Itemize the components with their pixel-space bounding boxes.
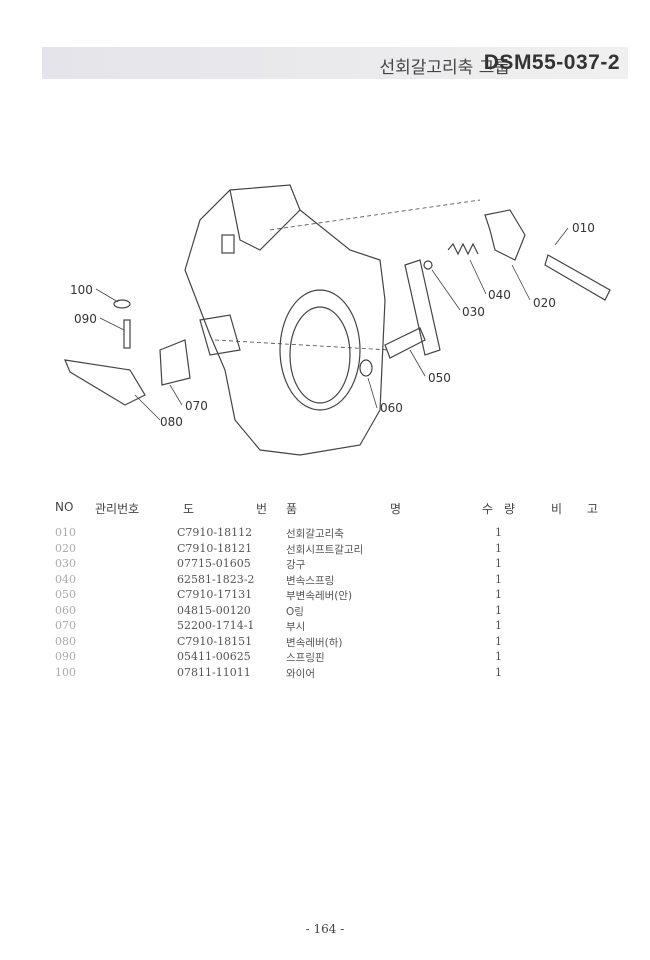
- callout-090: 090: [74, 312, 97, 326]
- callout-050: 050: [428, 371, 451, 385]
- table-row: 070 52200-1714-1 부시 1: [0, 619, 650, 634]
- part-number: C7910-17131: [177, 588, 253, 601]
- table-row: 100 07811-11011 와이어 1: [0, 666, 650, 681]
- part-no: 060: [55, 603, 76, 617]
- part-name: 부변속레버(안): [286, 590, 353, 602]
- part-no: 070: [55, 619, 76, 632]
- wire-100: [113, 299, 131, 309]
- part-no: 050: [55, 588, 76, 601]
- quantity: 1: [495, 526, 502, 539]
- header-name-1: 품: [286, 502, 298, 516]
- quantity: 1: [495, 634, 502, 648]
- part-no: 080: [55, 634, 76, 648]
- callout-040: 040: [488, 288, 511, 302]
- callout-080: 080: [160, 415, 183, 429]
- part-name: 강구: [286, 559, 306, 571]
- table-row: 060 04815-00120 O링 1: [0, 604, 650, 619]
- part-name: 부시: [286, 621, 306, 633]
- callout-070: 070: [185, 399, 208, 413]
- ball-030: [423, 260, 433, 270]
- lever-050: [384, 259, 441, 359]
- part-no: 020: [55, 541, 76, 555]
- callout-020: 020: [533, 296, 556, 310]
- part-name: 변속레버(하): [286, 636, 343, 649]
- part-number: 52200-1714-1: [177, 619, 255, 632]
- quantity: 1: [495, 603, 502, 617]
- callout-060: 060: [380, 401, 403, 415]
- table-row: 020 C7910-18121 선회시프트갈고리 1: [0, 542, 650, 557]
- part-name: O링: [286, 605, 304, 618]
- part-name: 스프링핀: [286, 652, 325, 664]
- quantity: 1: [495, 650, 502, 663]
- callout-010: 010: [572, 221, 595, 235]
- lever-080: [64, 359, 146, 406]
- table-row: 010 C7910-18112 선회갈고리축 1: [0, 526, 650, 541]
- quantity: 1: [495, 541, 502, 555]
- header-part-number-2: 번: [256, 502, 268, 516]
- quantity: 1: [495, 572, 502, 586]
- part-name: 선회시프트갈고리: [286, 543, 364, 556]
- part-name: 와이어: [286, 667, 315, 680]
- table-row: 030 07715-01605 강구 1: [0, 557, 650, 572]
- part-no: 040: [55, 572, 76, 586]
- part-number: 04815-00120: [177, 603, 251, 617]
- table-row: 090 05411-00625 스프링핀 1: [0, 650, 650, 665]
- part-number: C7910-18112: [177, 526, 253, 539]
- part-number: 07715-01605: [177, 557, 251, 570]
- quantity: 1: [495, 588, 502, 601]
- part-no: 100: [55, 665, 76, 679]
- group-title: 선회갈고리축 그룹: [379, 58, 510, 78]
- bush-070: [159, 339, 191, 386]
- part-no: 090: [55, 650, 76, 663]
- housing-bore: [279, 289, 361, 411]
- spring-040: [447, 242, 479, 256]
- callout-100: 100: [70, 283, 93, 297]
- part-no: 030: [55, 557, 76, 570]
- part-number: 05411-00625: [177, 650, 251, 663]
- table-row: 080 C7910-18151 변속레버(하) 1: [0, 635, 650, 650]
- header-remark-2: 고: [587, 502, 599, 516]
- table-row: 050 C7910-17131 부변속레버(안) 1: [0, 588, 650, 603]
- header-mgmt-number: 관리번호: [95, 502, 140, 516]
- header-name-2: 명: [390, 502, 402, 516]
- part-number: C7910-18121: [177, 541, 253, 555]
- shift-shaft-010: [544, 254, 611, 301]
- page-number: - 164 -: [305, 922, 345, 936]
- header-remark-1: 비: [551, 502, 563, 516]
- header-qty-2: 량: [504, 502, 516, 516]
- part-no: 010: [55, 526, 76, 539]
- pin-090: [123, 319, 131, 349]
- exploded-parts-diagram: 010 020 030 040 050 060 070 080 090 100: [64, 184, 611, 456]
- oring-060: [359, 359, 373, 377]
- shift-hook-020: [484, 209, 526, 261]
- table-row: 040 62581-1823-2 변속스프링 1: [0, 573, 650, 588]
- section-header: 선회갈고리축 그룹 DSM55-037-2: [42, 47, 628, 79]
- part-name: 선회갈고리축: [286, 528, 344, 540]
- part-number: C7910-18151: [177, 634, 253, 648]
- part-name: 변속스프링: [286, 574, 335, 587]
- part-number: 07811-11011: [177, 665, 251, 679]
- header-qty-1: 수: [482, 502, 494, 516]
- callout-030: 030: [462, 305, 485, 319]
- quantity: 1: [495, 665, 502, 679]
- header-no: NO: [55, 500, 74, 514]
- quantity: 1: [495, 619, 502, 632]
- quantity: 1: [495, 557, 502, 570]
- diagram-code: DSM55-037-2: [483, 51, 620, 74]
- header-part-number-1: 도: [183, 502, 195, 516]
- housing-outline: [184, 184, 386, 456]
- part-number: 62581-1823-2: [177, 572, 255, 586]
